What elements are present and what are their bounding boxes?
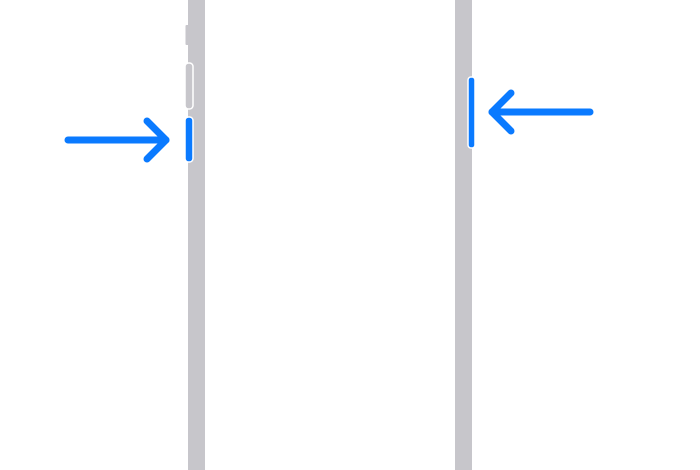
right-phone-edge <box>455 0 476 470</box>
volume-down-button <box>184 116 194 163</box>
right-edge-frame <box>455 0 472 470</box>
left-phone-edge <box>184 0 205 470</box>
ring-silent-switch <box>185 25 190 45</box>
right-arrow-icon <box>64 117 170 163</box>
volume-up-button <box>184 62 194 110</box>
left-arrow-icon <box>488 89 594 135</box>
side-button <box>467 76 476 149</box>
